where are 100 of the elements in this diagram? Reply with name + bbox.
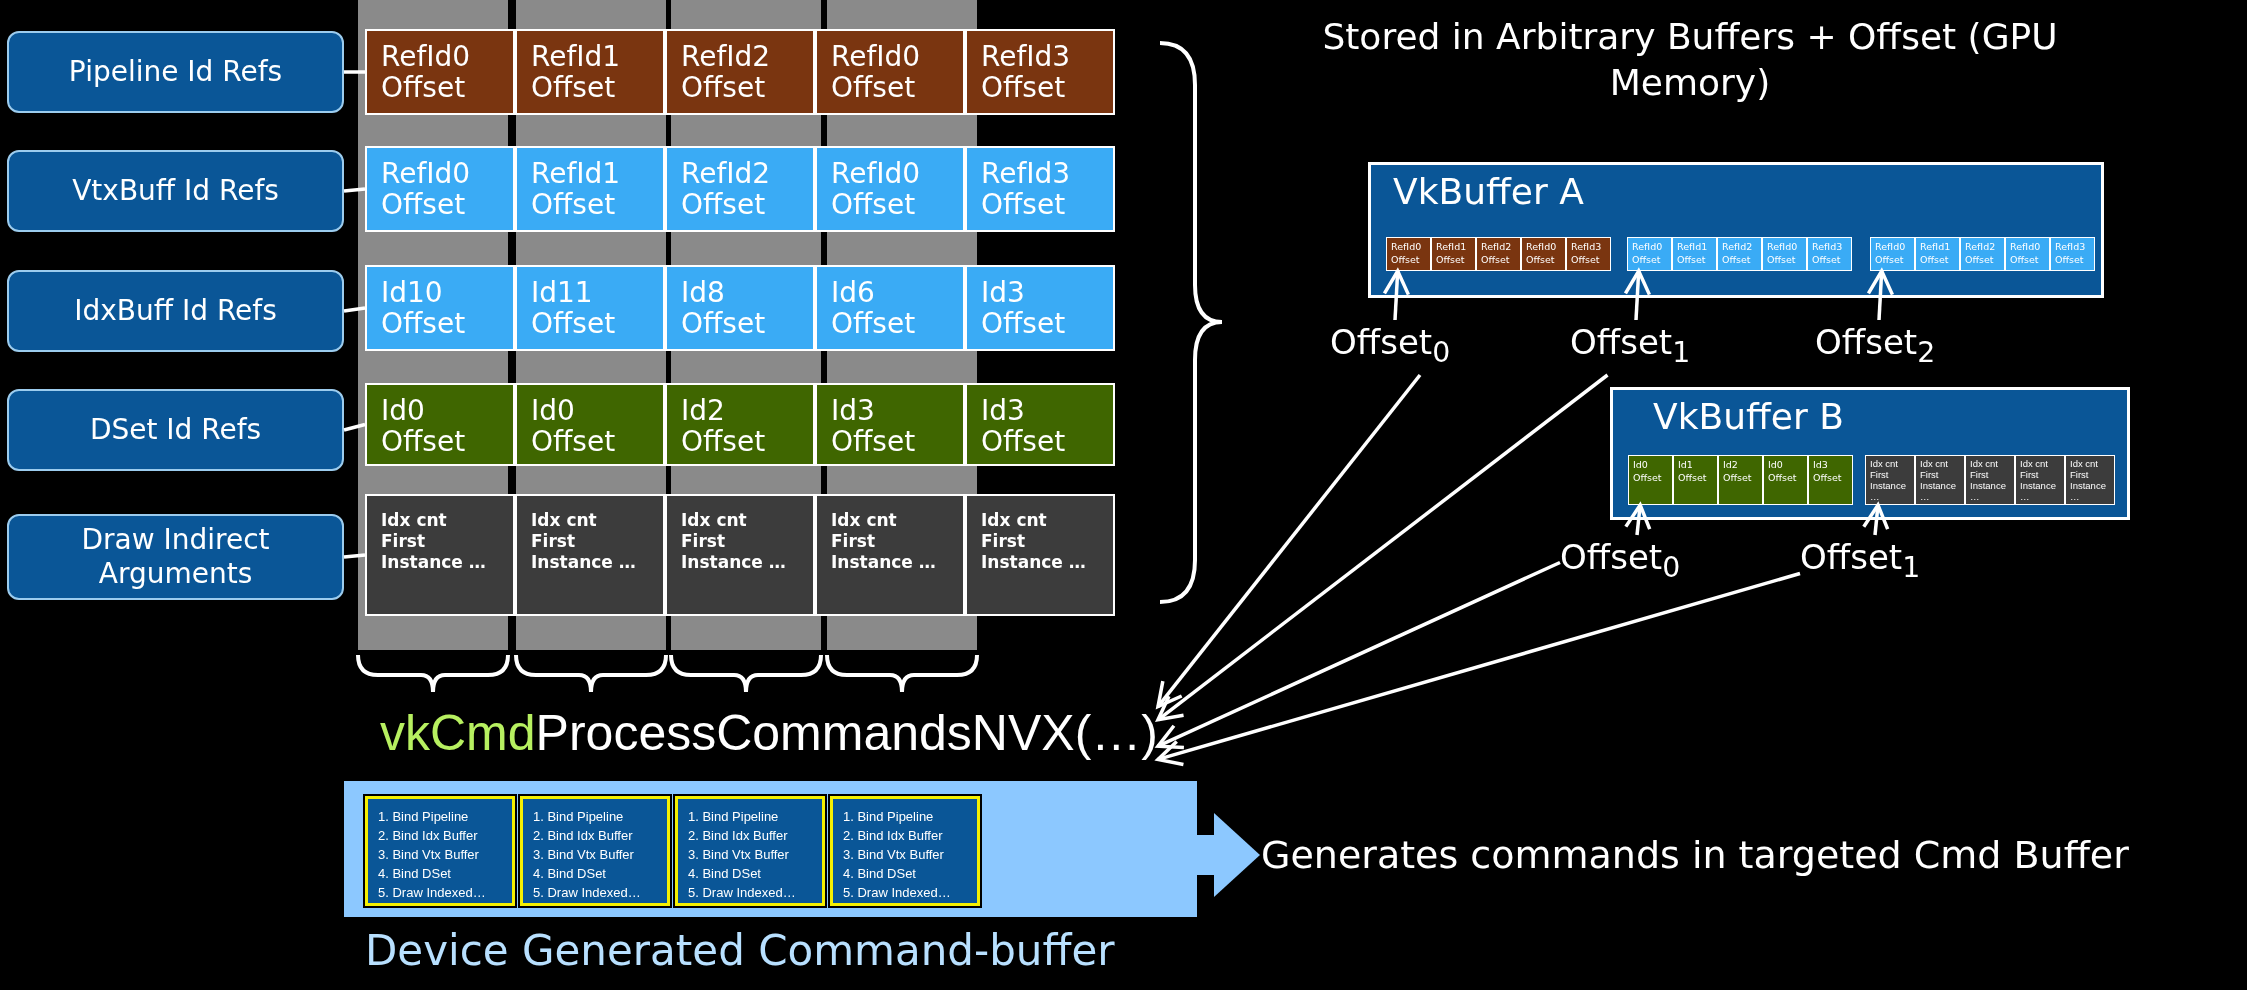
command-list-item: 5. Draw Indexed… (533, 884, 642, 902)
generates-note: Generates commands in targeted Cmd Buffer (1261, 830, 2129, 880)
arrow (1382, 269, 1411, 321)
buffer-entry-cell: RefId0 Offset (1870, 237, 1915, 271)
command-list-item: 3. Bind Vtx Buffer (688, 846, 790, 864)
command-sequence-card (675, 796, 825, 906)
buffer-entry-cell: Idx cnt First Instance … (1915, 455, 1965, 505)
draw-arguments-cell: Idx cnt First Instance … (365, 494, 515, 616)
id-offset-cell: Id11 Offset (515, 265, 665, 351)
buffer-entry-cell: RefId0 Offset (1521, 237, 1566, 271)
id-offset-cell: RefId1 Offset (515, 29, 665, 115)
id-offset-cell: RefId0 Offset (815, 146, 965, 232)
arrow (1866, 269, 1895, 321)
buffer-entry-cell: RefId2 Offset (1960, 237, 2005, 271)
arrow (1624, 503, 1652, 536)
offset-label: Offset$_{0}$ (1560, 535, 1710, 590)
command-list-item: 5. Draw Indexed… (378, 884, 487, 902)
buffer-panel (1368, 162, 2104, 298)
command-list-item: 2. Bind Idx Buffer (533, 827, 634, 845)
block-arrow (1197, 813, 1260, 897)
row-label: Draw Indirect Arguments (7, 514, 344, 600)
command-list-item: 2. Bind Idx Buffer (378, 827, 479, 845)
offset-label: Offset$_{1}$ (1570, 320, 1720, 375)
command-list-item: 5. Draw Indexed… (843, 884, 952, 902)
buffer-entry-cell: Id0 Offset (1763, 455, 1808, 505)
id-offset-cell: Id10 Offset (365, 265, 515, 351)
command-list-item: 2. Bind Idx Buffer (843, 827, 944, 845)
connector-line (343, 306, 366, 313)
row-label: VtxBuff Id Refs (7, 150, 344, 232)
command-list-item: 1. Bind Pipeline (378, 808, 470, 826)
connector-line (343, 553, 366, 559)
id-offset-cell: RefId3 Offset (965, 29, 1115, 115)
id-offset-cell: Id3 Offset (965, 265, 1115, 351)
id-offset-cell: RefId0 Offset (365, 146, 515, 232)
connector-line (343, 187, 366, 193)
command-list-item: 3. Bind Vtx Buffer (378, 846, 480, 864)
id-offset-cell: RefId3 Offset (965, 146, 1115, 232)
buffer-entry-cell: RefId2 Offset (1476, 237, 1521, 271)
id-offset-cell: Id3 Offset (965, 383, 1115, 466)
buffer-entry-cell: Id2 Offset (1718, 455, 1763, 505)
id-offset-cell: Id3 Offset (815, 383, 965, 466)
buffer-entry-cell: RefId0 Offset (1386, 237, 1431, 271)
buffer-entry-cell: Id1 Offset (1673, 455, 1718, 505)
command-list-item: 5. Draw Indexed… (688, 884, 797, 902)
command-list-item: 4. Bind DSet (843, 865, 917, 883)
buffer-entry-cell: RefId3 Offset (1807, 237, 1852, 271)
offset-label: Offset$_{2}$ (1815, 320, 1965, 375)
function-name-prefix: vkCmd (380, 705, 536, 761)
arrow (1862, 503, 1890, 536)
offset-label: Offset$_{1}$ (1800, 535, 1950, 590)
buffer-entry-cell: RefId0 Offset (1627, 237, 1672, 271)
buffer-panel (1610, 387, 2130, 520)
arrow (1623, 269, 1652, 321)
buffer-title: VkBuffer B (1653, 396, 1844, 437)
connector-line (343, 422, 366, 432)
id-offset-cell: RefId0 Offset (815, 29, 965, 115)
stored-note: Stored in Arbitrary Buffers + Offset (GPU Memory) (1321, 15, 2059, 105)
id-offset-cell: Id2 Offset (665, 383, 815, 466)
command-sequence-card (830, 796, 980, 906)
id-offset-cell: Id0 Offset (515, 383, 665, 466)
buffer-entry-cell: Idx cnt First Instance … (1965, 455, 2015, 505)
offset-label: Offset$_{0}$ (1330, 320, 1480, 375)
command-list-item: 3. Bind Vtx Buffer (533, 846, 635, 864)
id-offset-cell: RefId2 Offset (665, 29, 815, 115)
buffer-entry-cell: RefId1 Offset (1431, 237, 1476, 271)
command-list-item: 2. Bind Idx Buffer (688, 827, 789, 845)
id-offset-cell: RefId0 Offset (365, 29, 515, 115)
id-offset-cell: Id0 Offset (365, 383, 515, 466)
buffer-entry-cell: RefId2 Offset (1717, 237, 1762, 271)
row-label: DSet Id Refs (7, 389, 344, 471)
buffer-entry-cell: RefId1 Offset (1915, 237, 1960, 271)
id-offset-cell: RefId1 Offset (515, 146, 665, 232)
arrow (1156, 571, 1801, 767)
draw-arguments-cell: Idx cnt First Instance … (815, 494, 965, 616)
buffer-entry-cell: Idx cnt First Instance … (2015, 455, 2065, 505)
buffer-entry-cell: Idx cnt First Instance … (1865, 455, 1915, 505)
row-label: IdxBuff Id Refs (7, 270, 344, 352)
command-buffer-caption: Device Generated Command-buffer (365, 925, 1115, 977)
command-list-item: 1. Bind Pipeline (533, 808, 625, 826)
arrow (1156, 373, 1422, 709)
command-list-item: 1. Bind Pipeline (843, 808, 935, 826)
buffer-entry-cell: RefId1 Offset (1672, 237, 1717, 271)
arrow (1156, 560, 1561, 750)
buffer-entry-cell: RefId3 Offset (1566, 237, 1611, 271)
draw-arguments-cell: Idx cnt First Instance … (665, 494, 815, 616)
command-list-item: 4. Bind DSet (378, 865, 452, 883)
command-list-item: 1. Bind Pipeline (688, 808, 780, 826)
buffer-entry-cell: Id3 Offset (1808, 455, 1853, 505)
row-label: Pipeline Id Refs (7, 31, 344, 113)
arrow (1156, 373, 1609, 722)
command-list-item: 4. Bind DSet (688, 865, 762, 883)
draw-arguments-cell: Idx cnt First Instance … (965, 494, 1115, 616)
id-offset-cell: Id6 Offset (815, 265, 965, 351)
id-offset-cell: RefId2 Offset (665, 146, 815, 232)
draw-arguments-cell: Idx cnt First Instance … (515, 494, 665, 616)
command-list-item: 3. Bind Vtx Buffer (843, 846, 945, 864)
buffer-entry-cell: RefId3 Offset (2050, 237, 2095, 271)
buffer-entry-cell: RefId0 Offset (1762, 237, 1807, 271)
command-list-item: 4. Bind DSet (533, 865, 607, 883)
buffer-entry-cell: Id0 Offset (1628, 455, 1673, 505)
